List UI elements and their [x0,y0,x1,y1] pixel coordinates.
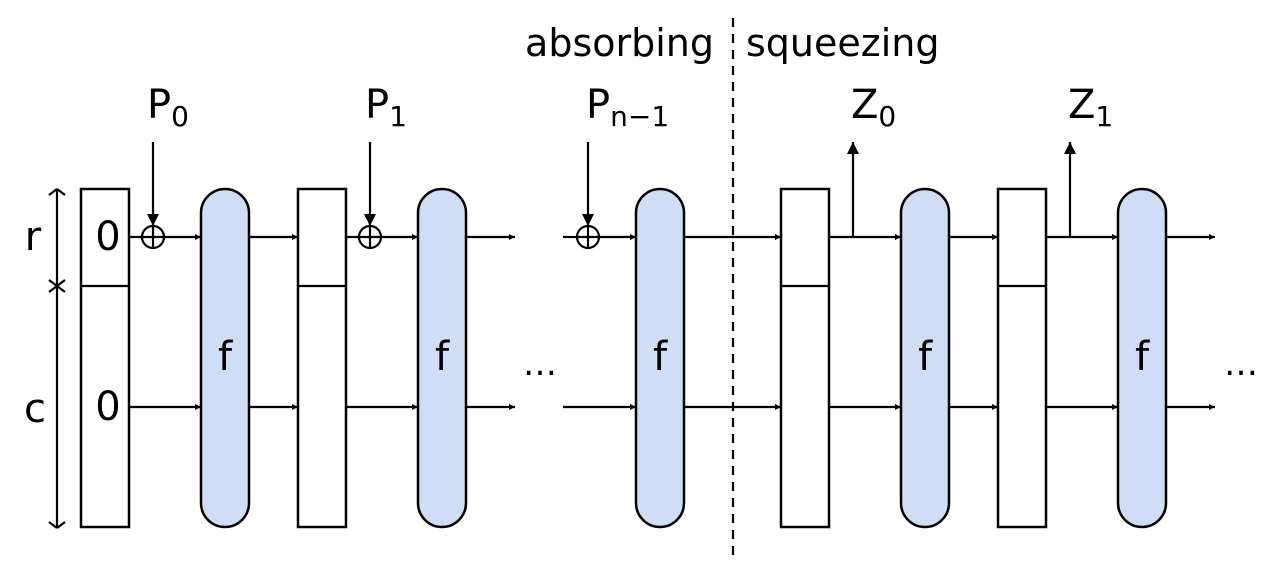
output-label-z0: Z0 [851,82,896,133]
permutation-f: f [899,187,951,529]
permutation-f: f [1116,187,1168,529]
squeezing-label: squeezing [746,21,939,65]
state-initial: 0 0 [79,187,131,529]
svg-text:f: f [218,334,233,380]
state-box [296,187,348,529]
rate-label: r [25,214,42,260]
svg-text:f: f [653,334,668,380]
permutation-f: f [634,187,686,529]
permutation-f: f [416,187,468,529]
input-label-p1: P1 [365,82,407,133]
xor-node [140,224,166,250]
initial-capacity-value: 0 [95,384,120,430]
svg-text:f: f [918,334,933,380]
ellipsis-absorbing: … [523,344,557,384]
input-label-pn-1: Pn−1 [586,82,669,133]
dimension-markers: r c [24,188,66,529]
input-label-p0: P0 [147,82,189,133]
permutation-f: f [199,187,251,529]
state-box [779,187,831,529]
svg-text:f: f [435,334,450,380]
initial-rate-value: 0 [95,214,120,260]
capacity-label: c [24,386,46,432]
absorbing-label: absorbing [525,21,714,65]
output-label-z1: Z1 [1068,82,1113,133]
svg-text:f: f [1135,334,1150,380]
xor-node [575,224,601,250]
ellipsis-squeezing: … [1224,344,1258,384]
xor-node [357,224,383,250]
state-box [996,187,1048,529]
